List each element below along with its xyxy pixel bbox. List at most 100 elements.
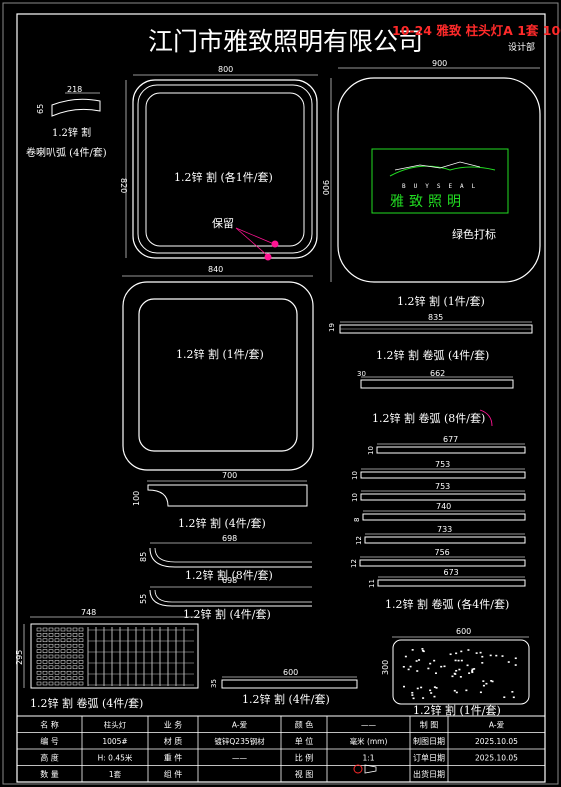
- strip-row: 673 11: [368, 568, 526, 588]
- bar-600-dim-w: 600: [283, 668, 298, 677]
- arc-small-dim-h: 65: [36, 104, 45, 114]
- marker-dot-1: [271, 240, 279, 248]
- curve-700-dim-w: 700: [222, 471, 237, 480]
- strip-row-dim-h: 8: [353, 518, 361, 522]
- logo-text: 雅致照明: [390, 194, 466, 210]
- curve-698-dim-w2: 698: [222, 576, 237, 585]
- svg-text:BUYSEAL: BUYSEAL: [402, 183, 483, 190]
- dot-perforation-pattern: [402, 648, 517, 700]
- strip-662-label: 1.2锌 割 卷弧 (8件/套): [372, 411, 485, 425]
- title-cell: 业 务: [164, 720, 183, 730]
- bar-600-label: 1.2锌 割 (4件/套): [242, 692, 330, 706]
- title-cell: 名 称: [40, 720, 59, 730]
- strip-row-dim-w: 733: [437, 525, 452, 534]
- title-cell: 视 图: [295, 769, 314, 779]
- title-cell: 1:1: [362, 754, 374, 763]
- panel-c-label: 1.2锌 割 (1件/套): [176, 347, 264, 361]
- dot-panel-dim-h: 300: [381, 660, 390, 675]
- curve-700-label: 1.2锌 割 (4件/套): [178, 516, 266, 530]
- title-cell: 数 量: [40, 769, 59, 779]
- panel-c: 840 1.2锌 割 (1件/套): [122, 265, 314, 471]
- strip-row-dim-w: 756: [435, 548, 450, 557]
- arc-small-part: 218 65 1.2锌 割 卷喇叭弧 (4件/套): [26, 85, 107, 159]
- panel-b: 900 900 BUYSEAL 雅致照明 绿色打标 1.2锌 割 (1件/套): [321, 59, 541, 308]
- logo-box: [371, 148, 509, 214]
- title-cell: 毫米 (mm): [350, 736, 388, 746]
- strip-row-dim-w: 753: [435, 460, 450, 469]
- strip-835-dim-h: 19: [328, 323, 336, 332]
- curve-698-dim-w: 698: [222, 534, 237, 543]
- arc-small-label-2: 卷喇叭弧 (4件/套): [26, 146, 107, 159]
- title-cell: A-爱: [232, 721, 247, 730]
- strip-row-dim-w: 673: [444, 568, 459, 577]
- panel-b-dim-w: 900: [432, 59, 447, 68]
- title-cell: 制图日期: [413, 736, 445, 746]
- grill-slot-pattern: [36, 627, 194, 686]
- strip-row: 753 10: [351, 460, 526, 480]
- strip-835-dim-w: 835: [428, 313, 443, 322]
- title-cell: 制 图: [420, 720, 439, 730]
- strip-row-dim-w: 740: [436, 502, 451, 511]
- curve-698: 698 85 1.2锌 割 (8件/套) 698: [139, 534, 312, 585]
- panel-b-label: 1.2锌 割 (1件/套): [397, 294, 485, 308]
- title-cell: 颜 色: [295, 720, 314, 730]
- strip-662-dim-h: 30: [357, 370, 366, 378]
- bar-600-dim-h: 35: [210, 679, 218, 688]
- dept-label: 设计部: [508, 41, 535, 53]
- title-cell: 高 度: [40, 753, 59, 763]
- grill-dim-h: 295: [15, 650, 24, 665]
- strip-row-dim-w: 677: [443, 435, 458, 444]
- title-cell: 1005#: [102, 737, 127, 746]
- strip-row-dim-w: 753: [435, 482, 450, 491]
- curve-698-dim-h: 85: [139, 552, 148, 562]
- title-cell: 比 例: [295, 753, 314, 763]
- title-cell: 柱头灯: [104, 720, 127, 730]
- curve-640-label: 1.2锌 割 (4件/套): [183, 607, 271, 621]
- title-cell: A-爱: [489, 721, 504, 730]
- grill-dim-w: 748: [81, 608, 96, 617]
- title-cell: 组 件: [164, 769, 183, 779]
- marker-dot-2: [264, 253, 272, 261]
- curve-640: 55 1.2锌 割 (4件/套): [139, 586, 312, 621]
- curve-700-dim-h: 100: [132, 491, 141, 506]
- order-tag: 10-24 雅致 柱头灯A 1套 100: [392, 23, 561, 38]
- strip-row-dim-h: 10: [351, 471, 359, 480]
- projection-symbol-cone: [364, 764, 377, 774]
- strip-row-dim-h: 11: [368, 579, 376, 588]
- strip-row-dim-h: 12: [355, 536, 363, 545]
- strip-row: 740 8: [353, 502, 526, 522]
- title-cell: H: 0.45米: [98, 753, 133, 763]
- dot-panel-dim-w: 600: [456, 627, 471, 636]
- strip-835: 835 19 1.2锌 割 卷弧 (4件/套): [328, 313, 533, 362]
- title-cell: 2025.10.05: [475, 737, 518, 746]
- strip-row-dim-h: 10: [351, 493, 359, 502]
- panel-b-green-note: 绿色打标: [452, 227, 496, 241]
- title-cell: ——: [232, 754, 248, 763]
- panel-a-dim-h: 820: [119, 178, 128, 193]
- grill-label: 1.2锌 割 卷弧 (4件/套): [30, 696, 143, 710]
- dot-panel-label: 1.2锌 割 (1件/套): [413, 703, 501, 717]
- title-cell: 镀锌Q235钢材: [214, 736, 265, 746]
- panel-a: 800 820 1.2锌 割 (各1件/套) 保留: [119, 65, 318, 261]
- dot-panel: 600 300 1.2锌 割 (1件/套): [381, 627, 530, 717]
- arc-small-label-1: 1.2锌 割: [52, 126, 91, 139]
- company-title: 江门市雅致照明有限公司: [148, 27, 423, 56]
- strip-group-label: 1.2锌 割 卷弧 (各4件/套): [385, 597, 509, 611]
- strip-row: 733 12: [355, 525, 526, 545]
- title-cell: 重 件: [164, 753, 183, 763]
- title-cell: 订单日期: [413, 753, 445, 763]
- strip-row: 753 10: [351, 482, 526, 502]
- strip-835-label: 1.2锌 割 卷弧 (4件/套): [376, 348, 489, 362]
- panel-c-dim-w: 840: [208, 265, 223, 274]
- title-cell: 2025.10.05: [475, 754, 518, 763]
- title-cell: 出货日期: [413, 769, 445, 779]
- strip-662: 662 30 1.2锌 割 卷弧 (8件/套): [357, 369, 514, 427]
- curve-700: 700 100 1.2锌 割 (4件/套): [132, 471, 308, 530]
- title-cell: 编 号: [40, 736, 59, 746]
